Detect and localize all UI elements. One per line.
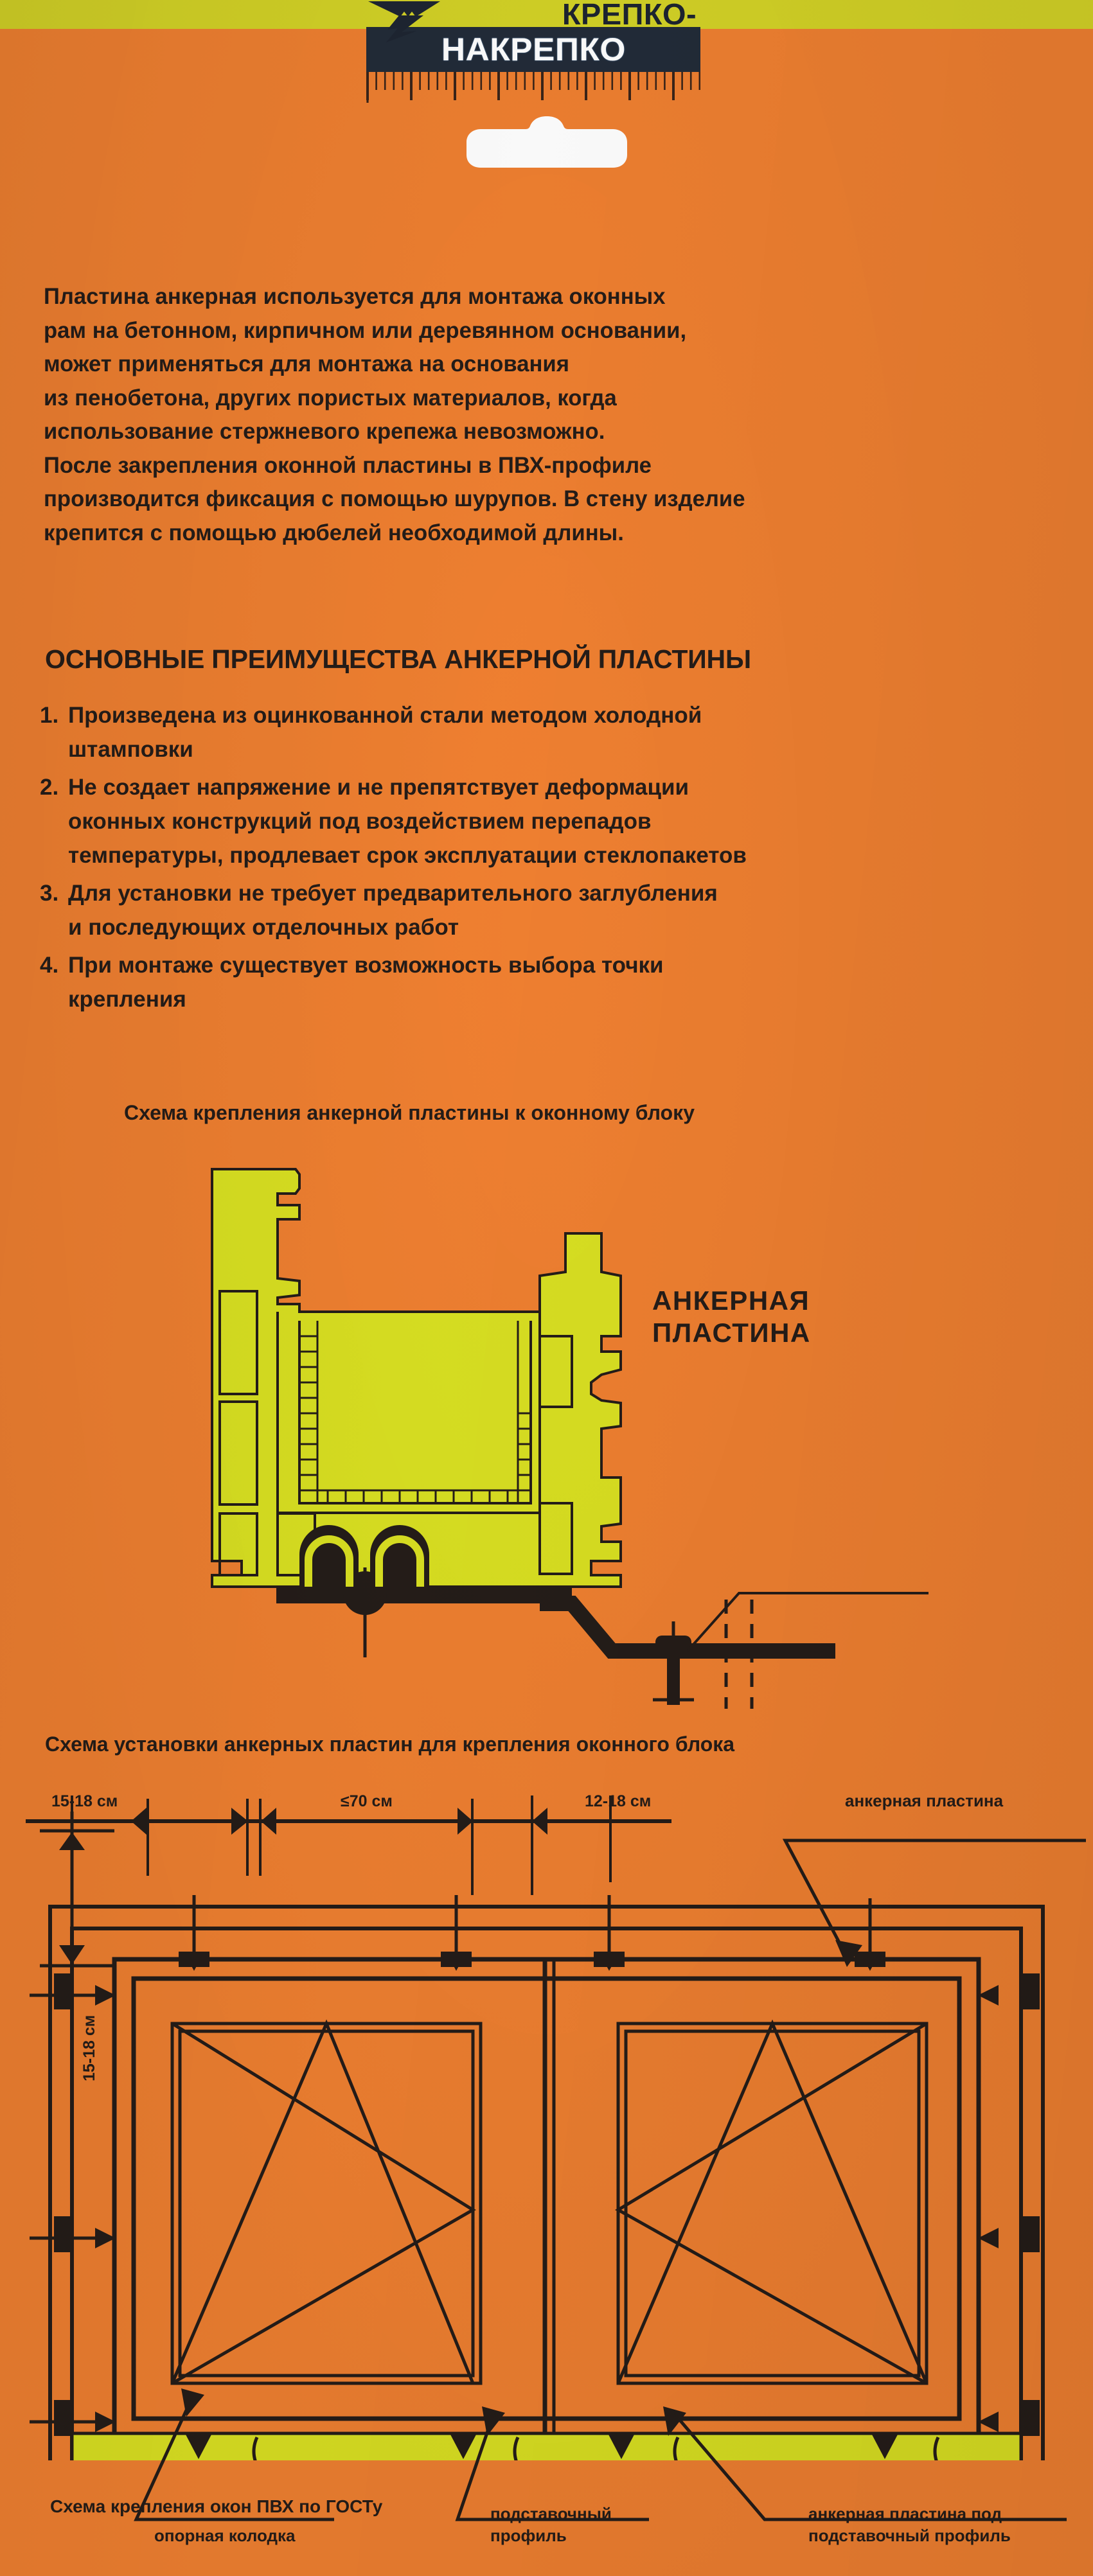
list-item-line: Не создает напряжение и не препятствует … [68, 775, 689, 800]
list-item-line: Для установки не требует предварительног… [68, 881, 718, 906]
intro-line: может применяться для монтажа на основан… [44, 351, 569, 376]
list-item-line: При монтаже существует возможность выбор… [68, 953, 664, 978]
list-item: 1. Произведена из оцинкованной стали мет… [40, 698, 1059, 766]
list-item-text: Произведена из оцинкованной стали методо… [68, 698, 1059, 766]
intro-paragraph: Пластина анкерная используется для монта… [44, 280, 1044, 550]
gost-note: Схема крепления окон ПВХ по ГОСТу [50, 2496, 383, 2516]
list-item: 4. При монтаже существует возможность вы… [40, 948, 1059, 1016]
list-item-number: 4. [40, 953, 59, 978]
list-item-text: При монтаже существует возможность выбор… [68, 948, 1059, 1016]
diagram1-caption: Схема крепления анкерной пластины к окон… [124, 1101, 695, 1124]
callout-sub-profile-line2: профиль [490, 2526, 567, 2545]
list-item-number: 2. [40, 775, 59, 800]
pvc-profile-cross-section [211, 1168, 929, 1709]
window-elevation-plan [26, 1795, 1086, 2460]
logo-bottom-band: НАКРЕПКО [366, 27, 700, 72]
callout-line: АНКЕРНАЯ [652, 1285, 810, 1316]
intro-line: использование стержневого крепежа невозм… [44, 419, 605, 444]
logo-top-text: КРЕПКО- [562, 0, 697, 31]
diagram1-callout: АНКЕРНАЯ ПЛАСТИНА [652, 1285, 811, 1349]
list-item: 3. Для установки не требует предваритель… [40, 876, 1059, 944]
intro-line: После закрепления оконной пластины в ПВХ… [44, 452, 652, 478]
list-item-text: Для установки не требует предварительног… [68, 876, 1059, 944]
list-item-line: и последующих отделочных работ [68, 915, 459, 940]
list-item: 2. Не создает напряжение и не препятству… [40, 770, 1059, 872]
intro-line: крепится с помощью дюбелей необходимой д… [44, 520, 624, 545]
list-item-line: штамповки [68, 737, 193, 762]
list-item-text: Не создает напряжение и не препятствует … [68, 770, 1059, 872]
list-item-number: 1. [40, 703, 59, 728]
bottom-callout-leaders [134, 2388, 1067, 2521]
list-item-line: крепления [68, 987, 186, 1012]
logo-bottom-text: НАКРЕПКО [441, 31, 626, 67]
callout-line: ПЛАСТИНА [652, 1318, 811, 1348]
intro-line: рам на бетонном, кирпичном или деревянно… [44, 317, 687, 343]
advantages-title: ОСНОВНЫЕ ПРЕИМУЩЕСТВА АНКЕРНОЙ ПЛАСТИНЫ [45, 644, 751, 674]
callout-support-block: опорная колодка [154, 2526, 296, 2545]
list-item-line: оконных конструкций под воздействием пер… [68, 809, 652, 834]
list-item-number: 3. [40, 881, 59, 906]
diagram2-caption: Схема установки анкерных пластин для кре… [45, 1733, 735, 1756]
intro-line: производится фиксация с помощью шурупов.… [44, 486, 745, 511]
callout-anchor-plate: анкерная пластина [845, 1791, 1004, 1810]
intro-line: из пенобетона, других пористых материало… [44, 385, 617, 410]
dimension-label-right: 12-18 см [585, 1792, 652, 1810]
list-item-line: температуры, продлевает срок эксплуатаци… [68, 843, 747, 868]
intro-line: Пластина анкерная используется для монта… [44, 284, 666, 309]
brand-logo: КРЕПКО- НАКРЕПКО [366, 0, 700, 197]
ruler-scale-icon [366, 72, 700, 103]
dimension-label-left: 15-18 см [51, 1792, 118, 1810]
callout-plate-under-line2: подставочный профиль [808, 2526, 1011, 2545]
advantages-list: 1. Произведена из оцинкованной стали мет… [40, 698, 1059, 1020]
dimension-label-center: ≤70 см [341, 1792, 393, 1810]
bolt-arrow-icon [368, 1, 440, 42]
list-item-line: Произведена из оцинкованной стали методо… [68, 703, 702, 728]
header-yellow-band [0, 0, 1093, 29]
euro-slot-hang-hole [467, 116, 627, 168]
logo-top-band: КРЕПКО- [366, 0, 700, 31]
